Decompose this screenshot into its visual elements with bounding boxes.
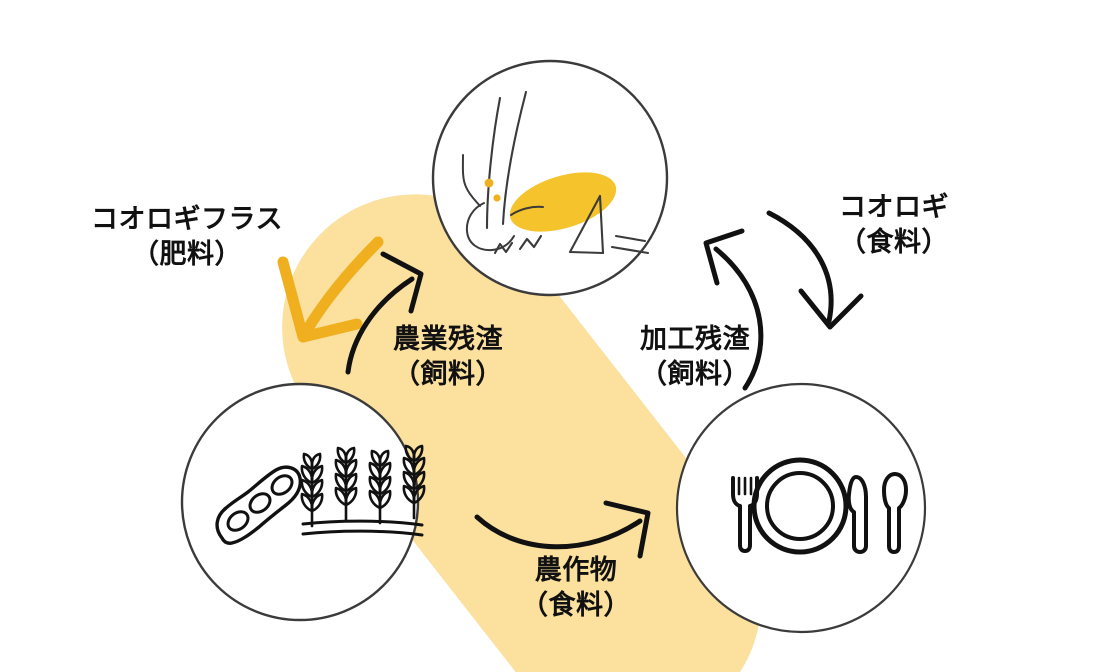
processing-residue-arrow	[703, 228, 764, 391]
soybean-pod-outline	[215, 465, 303, 545]
cricket-foreleg-left	[493, 241, 514, 255]
wheat-stalk-3	[368, 449, 392, 525]
wheat-stalk-1	[300, 452, 324, 528]
cricket-head-outline	[465, 202, 515, 252]
cricket-food-arrow	[766, 210, 864, 330]
frass-arrow-head	[277, 256, 363, 343]
label-cricket-frass: コオロギフラス （肥料）	[78, 202, 296, 271]
label-crops-food: 農作物 （食料）	[506, 553, 646, 622]
dining-circle[interactable]	[675, 382, 927, 634]
label-processing-residue: 加工残渣 （飼料）	[625, 322, 765, 391]
label-processing-residue-line1: 加工残渣	[640, 324, 750, 354]
wheat-stalk-4	[402, 444, 426, 520]
soybean-bean-1	[226, 510, 250, 532]
cricket-thorax-line	[510, 205, 544, 216]
agri-residue-arrow-head	[380, 251, 424, 314]
cricket-circle-outline	[431, 59, 669, 297]
label-agri-residue-line1: 農業残渣	[393, 324, 503, 354]
frass-arrow	[277, 236, 384, 343]
crops-food-arrow-shaft	[474, 514, 643, 550]
processing-residue-arrow-head	[703, 228, 745, 286]
agri-residue-arrow	[345, 251, 424, 375]
wheat-ground-line-1	[301, 519, 424, 527]
label-cricket-frass-line1: コオロギフラス	[91, 204, 283, 234]
label-crops-food-line1: 農作物	[534, 555, 618, 585]
soybean-pod-icon	[215, 465, 303, 545]
cricket-antenna-right	[501, 90, 528, 226]
cricket-foreleg-right	[518, 234, 543, 251]
plate-cutlery-icon	[731, 457, 908, 555]
cricket-hindleg-front	[568, 194, 602, 254]
cricket-motion-line-1	[614, 234, 647, 243]
label-cricket-frass-line2: （肥料）	[132, 238, 242, 269]
cricket-icon	[461, 90, 650, 255]
wheat-ground-line-2	[301, 529, 424, 537]
cricket-hindleg-back	[598, 194, 605, 255]
cricket-eye-lower	[493, 194, 501, 202]
crops-circle-outline	[180, 382, 420, 622]
crops-food-arrow	[474, 500, 651, 559]
dining-circle-outline	[675, 382, 927, 634]
soybean-bean-3	[270, 474, 294, 496]
cricket-crop-loop-highlight	[282, 194, 762, 672]
cricket-food-arrow-shaft	[766, 210, 834, 324]
knife-icon	[846, 475, 868, 554]
label-cricket-food: コオロギ （食料）	[824, 190, 964, 259]
wheat-stalk-2	[334, 446, 358, 522]
label-agri-residue: 農業残渣 （飼料）	[378, 322, 518, 391]
label-cricket-food-line1: コオロギ	[839, 192, 949, 222]
crops-food-arrow-head	[603, 500, 651, 559]
label-crops-food-line2: （食料）	[521, 589, 631, 620]
soybean-bean-2	[248, 492, 272, 514]
agri-residue-arrow-shaft	[345, 276, 415, 375]
cricket-circle[interactable]	[431, 59, 669, 297]
cricket-hindleg-base	[568, 250, 605, 255]
highlight-capsule-shape	[282, 194, 762, 672]
cricket-face-stripe	[461, 154, 481, 207]
crops-icon	[215, 444, 426, 545]
spoon-icon	[882, 472, 908, 554]
cricket-food-arrow-head	[798, 288, 864, 330]
fork-icon	[731, 476, 759, 553]
plate-inner-ring	[765, 471, 835, 541]
crops-circle[interactable]	[180, 382, 426, 622]
wheat-field-icon	[300, 444, 426, 537]
label-processing-residue-line2: （飼料）	[640, 358, 750, 389]
cricket-antenna-left	[485, 96, 502, 230]
frass-arrow-shaft	[301, 236, 384, 336]
cricket-motion-line-2	[610, 245, 650, 255]
label-cricket-food-line2: （食料）	[839, 226, 949, 257]
cricket-eye-upper	[484, 178, 494, 188]
label-agri-residue-line2: （飼料）	[393, 358, 503, 389]
processing-residue-arrow-shaft	[713, 246, 764, 391]
